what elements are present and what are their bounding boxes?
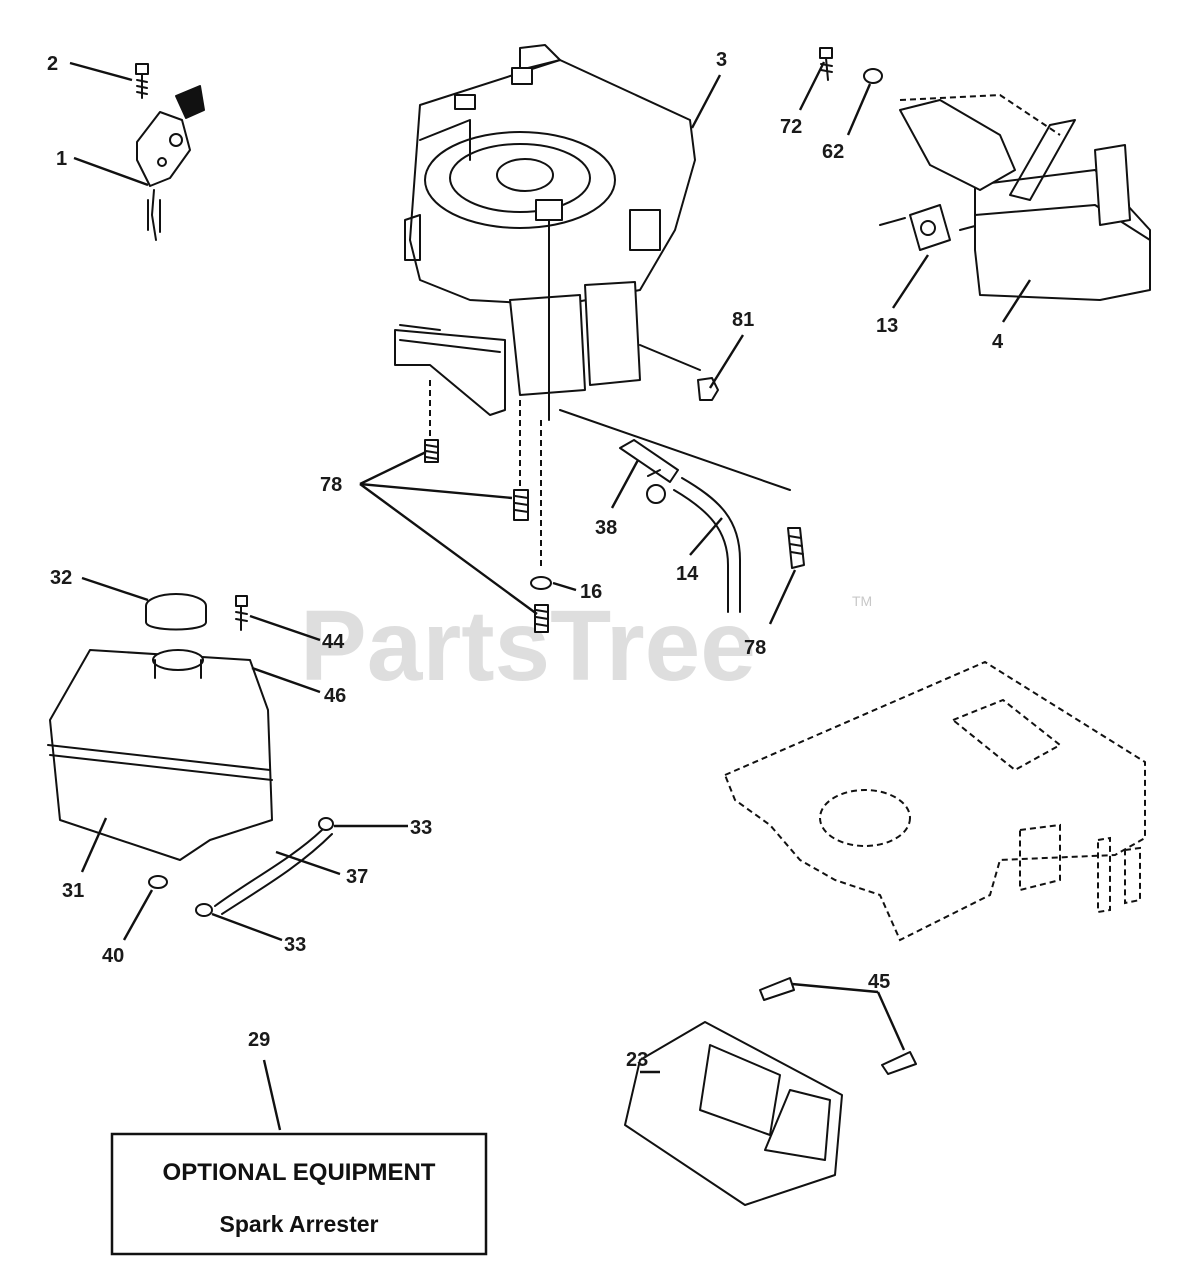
shield-plate-23-part[interactable]: [624, 1021, 843, 1206]
leader-78a-3: [359, 483, 538, 615]
leader-78a-1: [359, 450, 427, 486]
callout-labels: 2 1 3 72 62 13 4 81 78 38 14 16 78 32 44…: [47, 49, 1004, 1071]
leader-16: [552, 581, 577, 592]
leader-38: [610, 459, 640, 509]
leader-4: [1001, 279, 1032, 323]
leader-31: [80, 817, 108, 873]
optional-equipment-box: OPTIONAL EQUIPMENT Spark Arrester: [110, 1132, 488, 1256]
fuel-cap-32-part[interactable]: [145, 593, 207, 631]
callout-78b[interactable]: 78: [744, 637, 766, 659]
bolt-78-part-d[interactable]: [787, 527, 805, 569]
callout-81[interactable]: 81: [732, 309, 754, 331]
clamp-33-part-a[interactable]: [318, 817, 334, 831]
callout-38[interactable]: 38: [595, 517, 617, 539]
screw-44-part[interactable]: [235, 595, 248, 631]
washer-62-part[interactable]: [863, 68, 883, 84]
callout-31[interactable]: 31: [62, 880, 84, 902]
throttle-control-part[interactable]: [135, 63, 205, 241]
bolt-78-part-b[interactable]: [513, 400, 529, 521]
leader-72: [798, 61, 826, 111]
leader-14: [689, 517, 723, 556]
callout-29[interactable]: 29: [248, 1029, 270, 1051]
leader-46: [251, 666, 321, 694]
callout-44[interactable]: 44: [322, 631, 345, 653]
leader-3: [690, 74, 722, 129]
leader-78a-2: [359, 482, 513, 500]
watermark-trademark: TM: [852, 593, 872, 609]
washer-16-part[interactable]: [530, 576, 552, 590]
callout-16[interactable]: 16: [580, 581, 602, 603]
callout-4[interactable]: 4: [992, 331, 1004, 353]
screw-45-part-a[interactable]: [759, 977, 795, 1001]
leader-78b: [768, 569, 797, 625]
callout-46[interactable]: 46: [324, 685, 346, 707]
leader-33b: [211, 912, 283, 942]
callout-37[interactable]: 37: [346, 866, 368, 888]
grommet-40-part[interactable]: [148, 875, 168, 889]
leader-2: [69, 61, 133, 82]
fuel-line-37-part[interactable]: [214, 829, 333, 915]
leader-1: [73, 156, 149, 187]
bolt-78-part-c[interactable]: [534, 420, 549, 633]
chassis-frame-part: [723, 660, 1146, 942]
leader-45-1: [791, 982, 879, 994]
callout-2[interactable]: 2: [47, 53, 58, 75]
callout-1[interactable]: 1: [56, 148, 67, 170]
leader-62: [846, 83, 872, 136]
fuel-valve-38-part[interactable]: [619, 439, 679, 504]
callout-23[interactable]: 23: [626, 1049, 648, 1071]
leader-40: [122, 889, 154, 941]
callout-72[interactable]: 72: [780, 116, 802, 138]
callout-78a[interactable]: 78: [320, 474, 342, 496]
screw-45-part-b[interactable]: [881, 1051, 917, 1075]
callout-13[interactable]: 13: [876, 315, 898, 337]
callout-33b[interactable]: 33: [284, 934, 306, 956]
callout-14[interactable]: 14: [676, 563, 699, 585]
callout-40[interactable]: 40: [102, 945, 124, 967]
leader-81: [708, 334, 745, 389]
gasket-13-part[interactable]: [879, 204, 976, 251]
leader-32: [81, 576, 149, 602]
bolt-78-part-a[interactable]: [424, 380, 439, 463]
clamp-33-part-b[interactable]: [195, 903, 213, 917]
optional-equipment-subtitle: Spark Arrester: [220, 1211, 379, 1237]
leader-37: [275, 850, 341, 876]
engine-part[interactable]: [394, 44, 791, 491]
leader-lines: [69, 61, 1032, 1131]
muffler-part[interactable]: [899, 93, 1151, 301]
leader-29: [262, 1059, 282, 1131]
leader-45-2: [876, 991, 906, 1051]
callout-3[interactable]: 3: [716, 49, 727, 71]
leader-13: [891, 254, 930, 309]
optional-equipment-title: OPTIONAL EQUIPMENT: [163, 1159, 436, 1186]
leader-44: [249, 614, 321, 642]
callout-45[interactable]: 45: [868, 971, 890, 993]
callout-62[interactable]: 62: [822, 141, 844, 163]
callout-33a[interactable]: 33: [410, 817, 432, 839]
callout-32[interactable]: 32: [50, 567, 72, 589]
fuel-tank-31-part[interactable]: [47, 649, 273, 861]
